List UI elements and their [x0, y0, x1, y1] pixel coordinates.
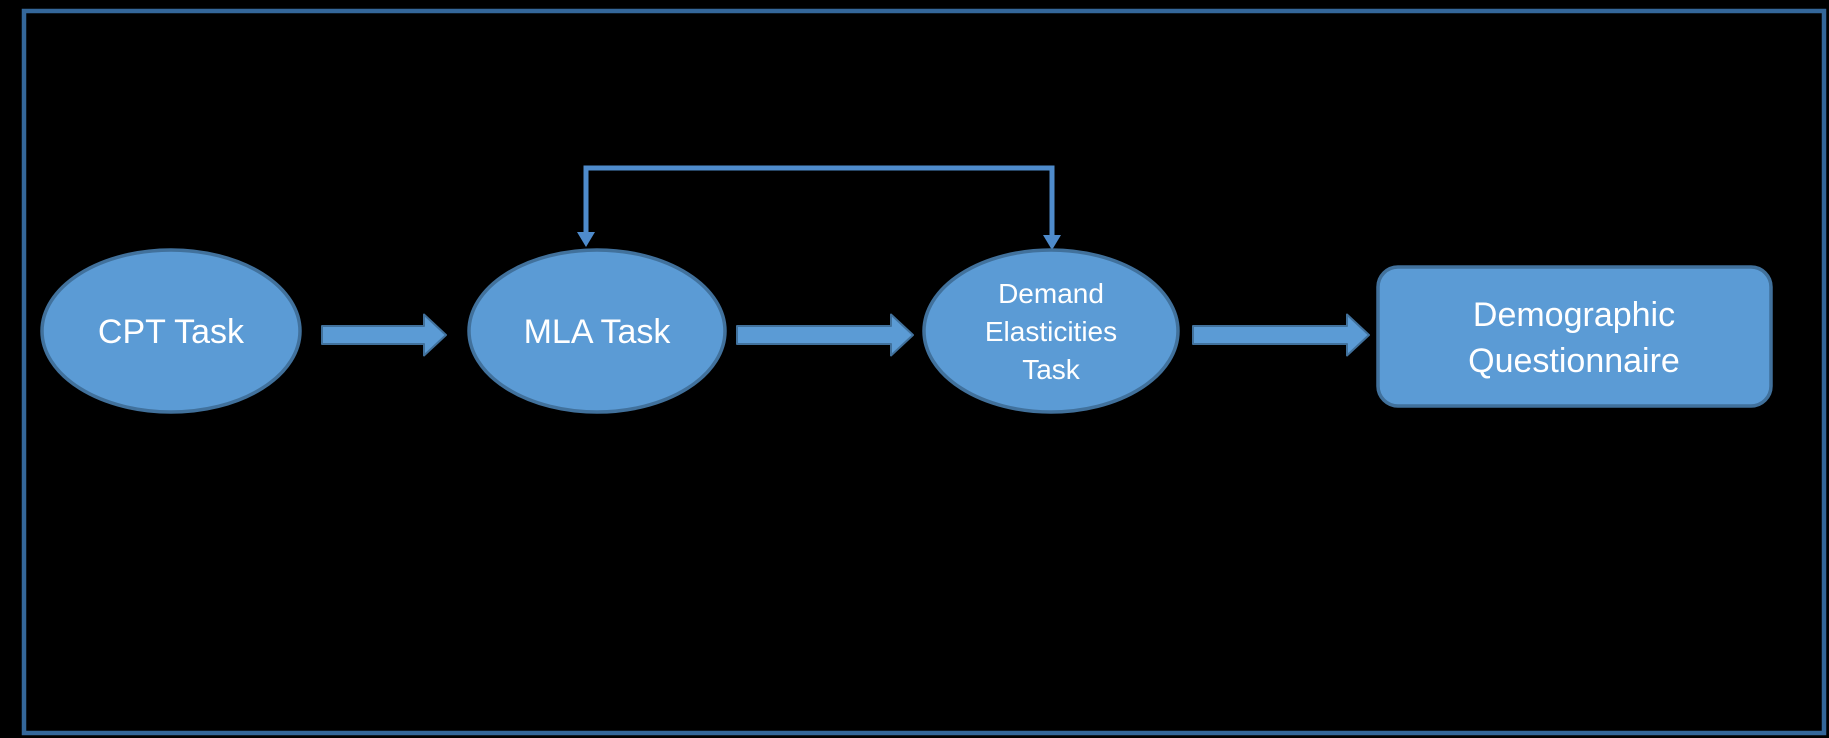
feedback-arrowhead-into-mla [577, 232, 595, 247]
demand-elasticities-label-line2: Elasticities [985, 316, 1117, 347]
demographic-questionnaire-rect [1376, 265, 1773, 408]
demographic-questionnaire-label-line2: Questionnaire [1468, 342, 1680, 380]
feedback-arrowhead-into-demand [1043, 235, 1061, 250]
slide-border [21, 8, 1827, 736]
cpt-task-label: CPT Task [98, 313, 245, 351]
mla-task-ellipse [467, 248, 727, 414]
node-cpt-task: CPT Task [40, 248, 302, 414]
feedback-connector-demand-to-mla [577, 165, 1061, 250]
arrow-demand-to-demographic [1192, 313, 1370, 357]
demographic-questionnaire-label-line1: Demographic [1473, 296, 1675, 334]
demand-elasticities-ellipse [922, 248, 1180, 414]
node-mla-task: MLA Task [467, 248, 727, 414]
arrow-cpt-to-mla [321, 313, 447, 357]
demand-elasticities-label-line3: Task [1022, 354, 1081, 385]
arrow-mla-to-demand [736, 313, 914, 357]
node-demand-elasticities-task: Demand Elasticities Task [922, 248, 1180, 414]
demand-elasticities-label-line1: Demand [998, 278, 1104, 309]
cpt-task-ellipse [40, 248, 302, 414]
node-demographic-questionnaire: Demographic Questionnaire [1376, 265, 1773, 408]
feedback-line [583, 165, 1055, 237]
mla-task-label: MLA Task [524, 313, 672, 351]
